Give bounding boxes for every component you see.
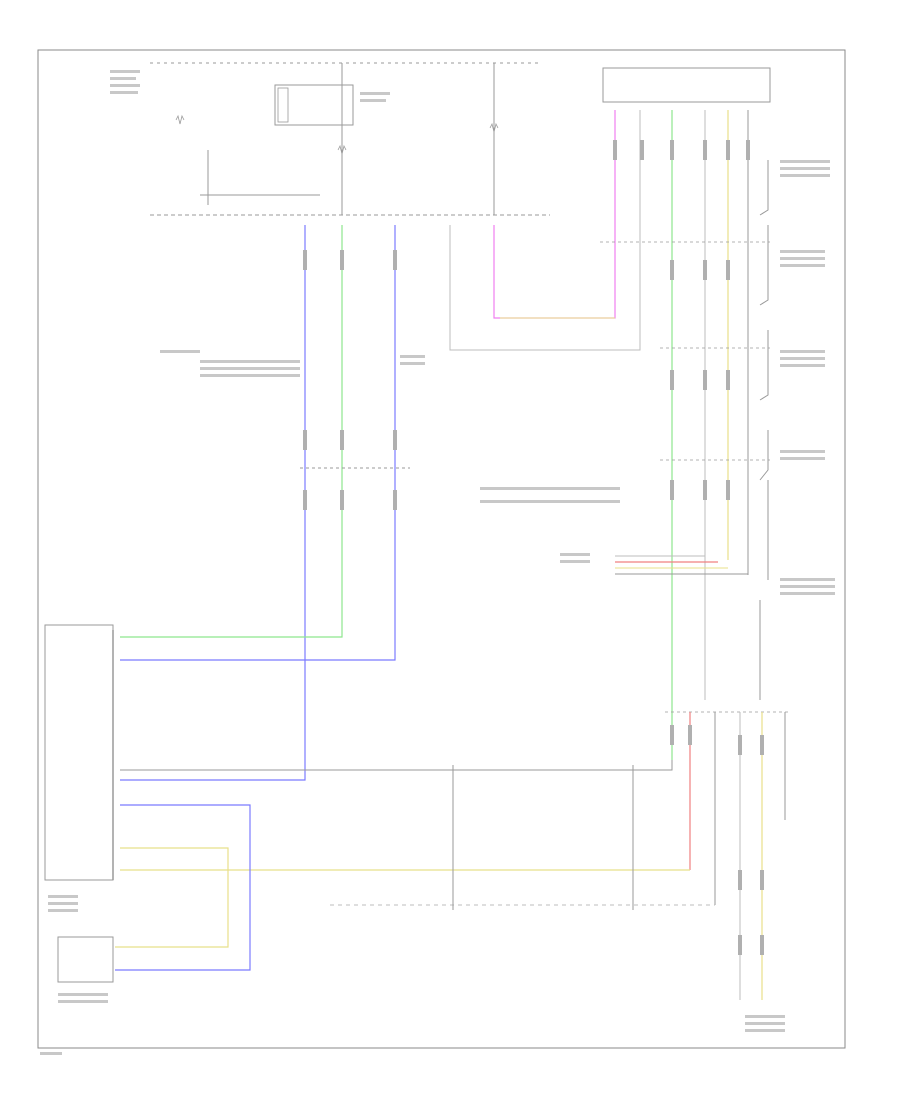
wire-blue-left	[120, 225, 306, 781]
module-connector-box	[602, 67, 771, 103]
relay-inner-box	[277, 87, 289, 123]
fuse-relay-box	[274, 84, 354, 126]
wire-black-bottom	[120, 760, 673, 771]
sensor-box	[57, 936, 114, 983]
switch-right-3	[759, 330, 769, 401]
wire-blue-right	[120, 225, 396, 661]
diagram-frame	[37, 49, 846, 1049]
wire-id-marks	[303, 140, 764, 955]
fuse-symbol-2	[337, 144, 347, 155]
wire-green-left	[120, 225, 343, 638]
wire-pink	[493, 110, 616, 319]
fuse-symbol-1	[175, 114, 185, 125]
wire-blue-sensor	[115, 804, 251, 971]
switch-right-1	[759, 160, 769, 216]
wire-yellow-sensor	[115, 847, 229, 948]
label-marks	[40, 70, 835, 1055]
control-module-box	[44, 624, 114, 881]
switch-right-4	[759, 430, 769, 481]
fuse-symbol-3	[489, 122, 499, 133]
switch-right-2	[759, 225, 769, 306]
wire-gray-mid	[449, 110, 641, 351]
